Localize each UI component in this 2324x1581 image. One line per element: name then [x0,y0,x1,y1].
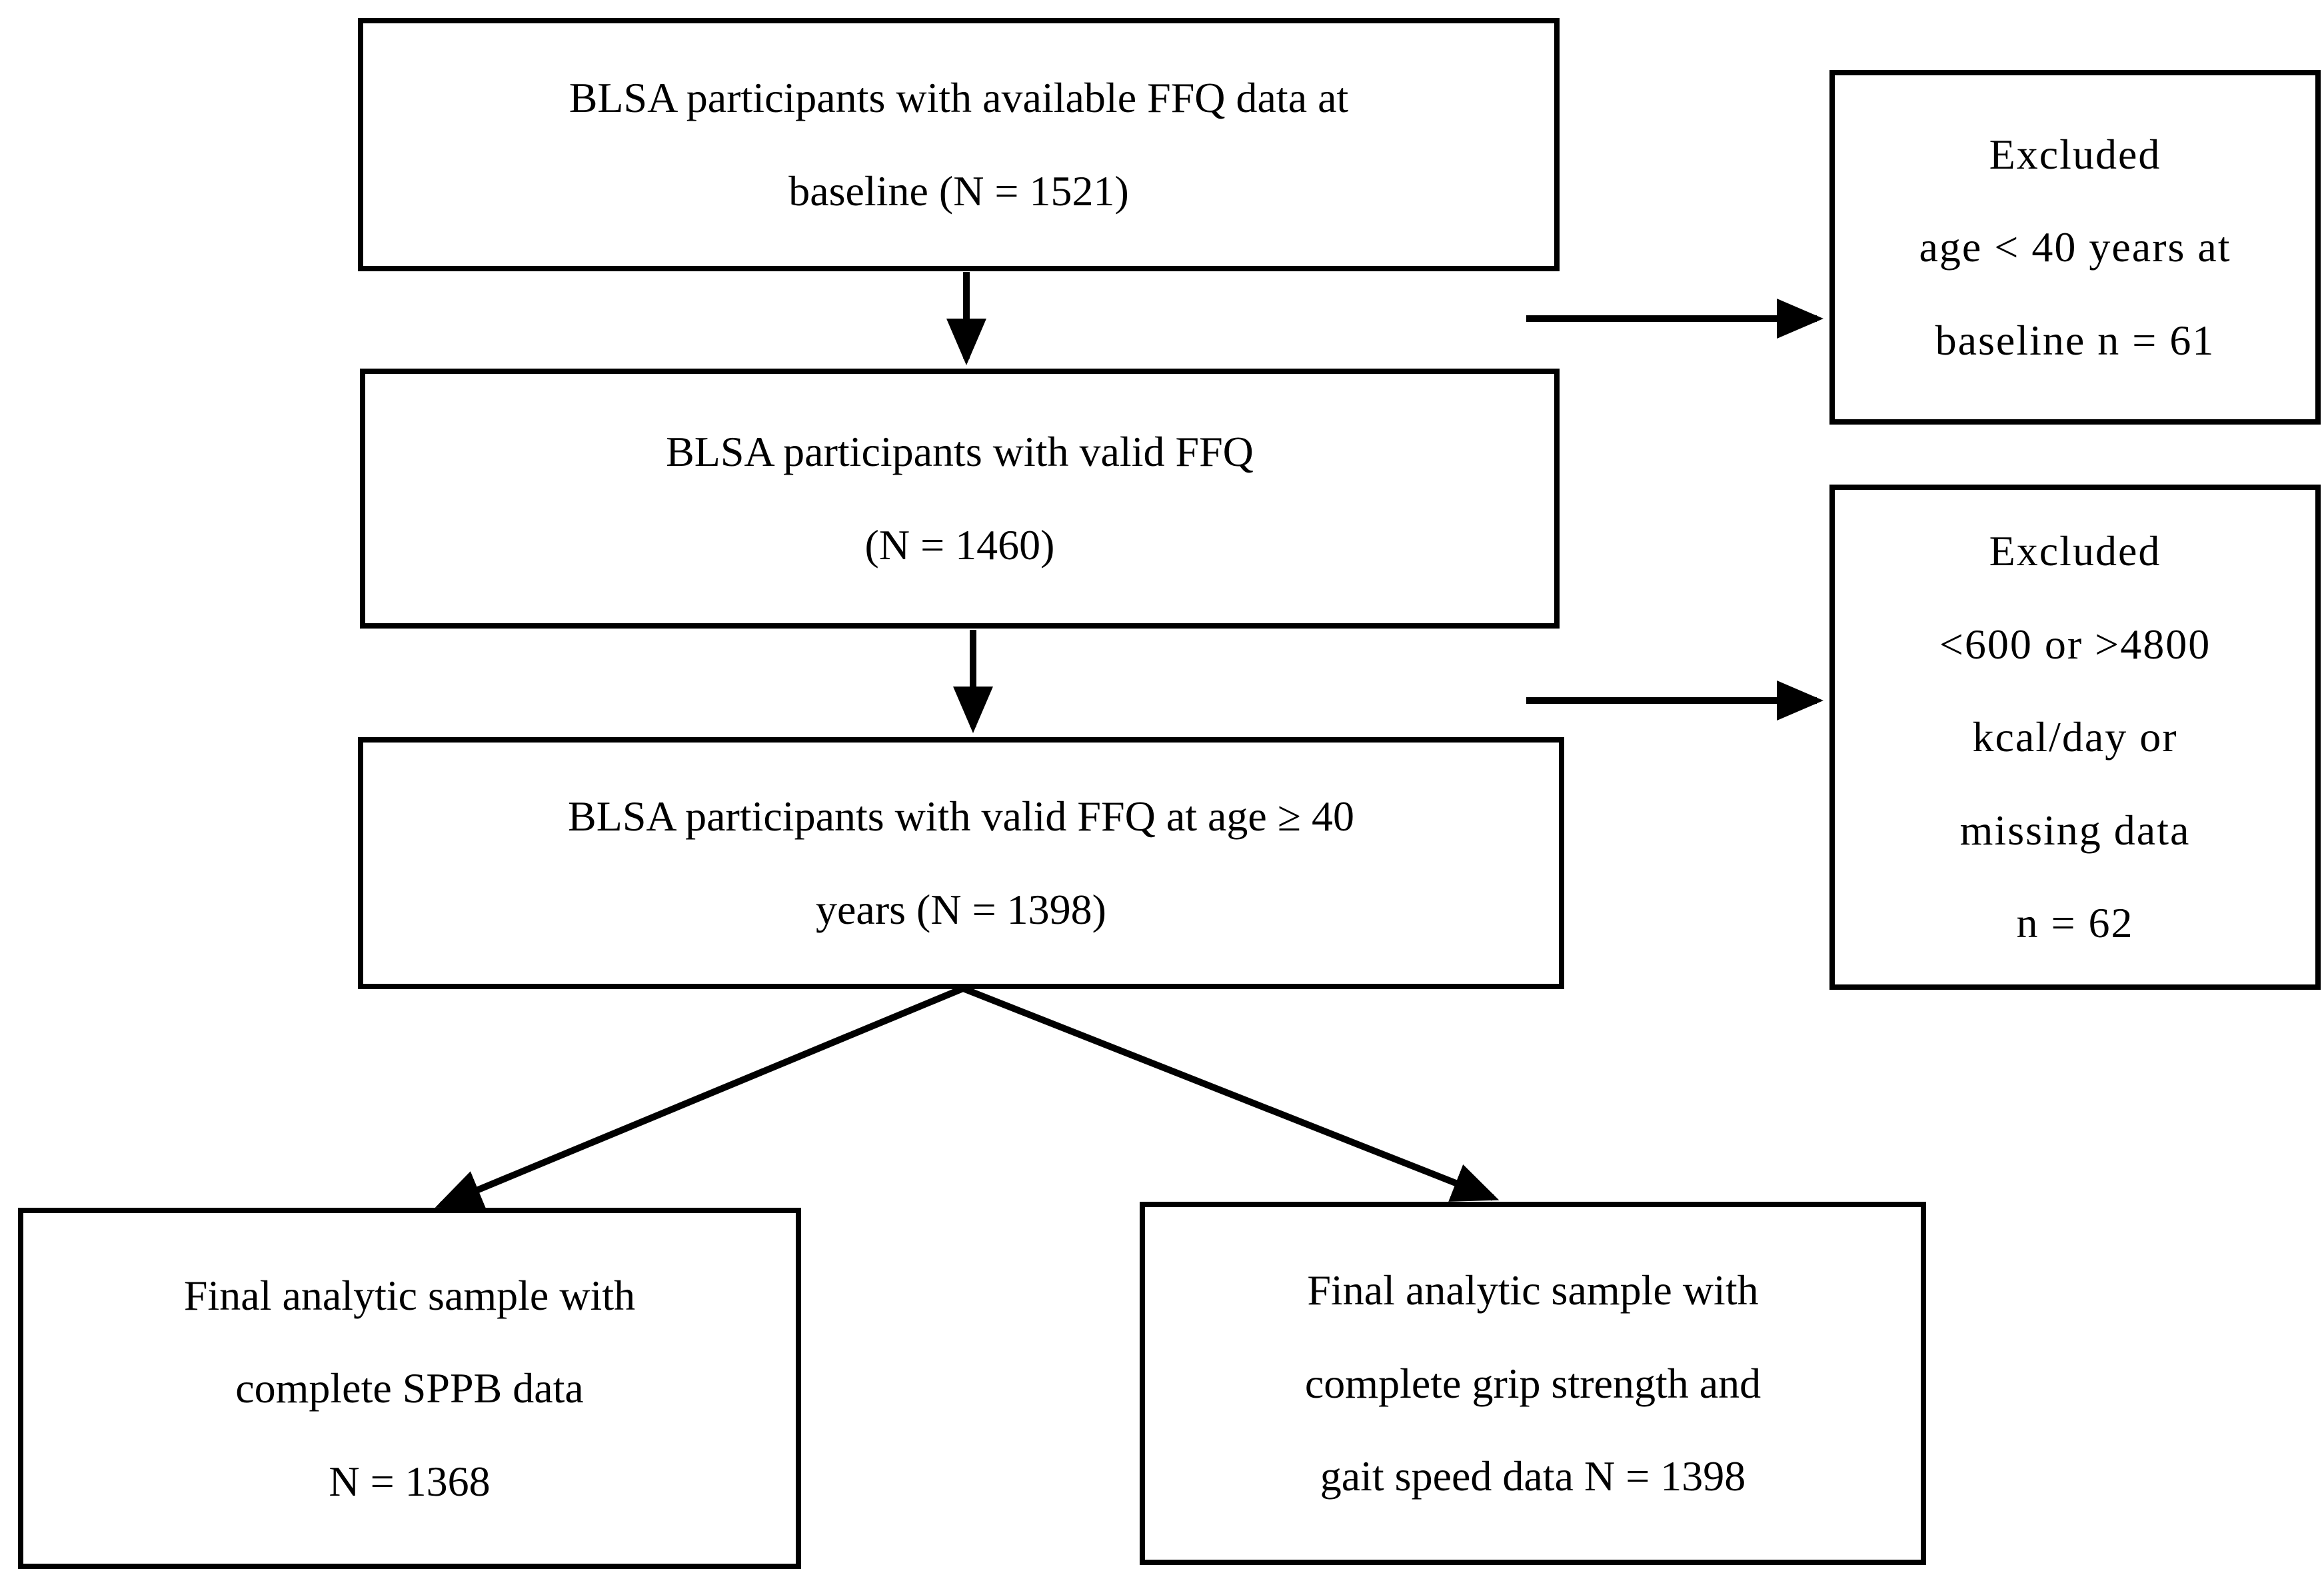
box-final-grip-gait: Final analytic sample with complete grip… [1140,1202,1926,1565]
box-excluded-kcal-line-1: Excluded [1989,527,2161,575]
box-valid-ffq-line-2: (N = 1460) [864,521,1055,569]
box-final-grip-gait-line-1: Final analytic sample with [1307,1266,1759,1314]
box-excluded-kcal-line-5: n = 62 [2016,899,2134,947]
box-excluded-kcal: Excluded <600 or >4800 kcal/day or missi… [1829,485,2321,990]
box-valid-ffq-line-1: BLSA participants with valid FFQ [666,428,1254,476]
arrow-to-sppb [435,985,964,1208]
box-valid-ffq: BLSA participants with valid FFQ (N = 14… [360,369,1560,629]
box-excluded-kcal-line-3: kcal/day or [1972,713,2178,761]
box-final-sppb-line-1: Final analytic sample with [183,1271,636,1319]
box-baseline-line-1: BLSA participants with available FFQ dat… [569,74,1349,122]
box-baseline-sample: BLSA participants with available FFQ dat… [358,18,1560,271]
arrow-to-grip [962,985,1500,1202]
box-excluded-age-line-1: Excluded [1989,130,2161,178]
box-final-sppb-line-2: complete SPPB data [235,1364,584,1412]
box-excluded-age-line-3: baseline n = 61 [1935,316,2215,364]
box-final-grip-gait-line-3: gait speed data N = 1398 [1320,1452,1746,1500]
box-excluded-age-line-2: age < 40 years at [1919,223,2231,271]
box-valid-ffq-age40-line-2: years (N = 1398) [816,886,1106,933]
box-excluded-age: Excluded age < 40 years at baseline n = … [1829,70,2321,425]
box-final-sppb-line-3: N = 1368 [329,1457,491,1505]
box-valid-ffq-age40-line-1: BLSA participants with valid FFQ at age … [568,792,1354,840]
box-valid-ffq-age40: BLSA participants with valid FFQ at age … [358,737,1564,989]
box-excluded-kcal-line-4: missing data [1959,806,2191,854]
box-baseline-line-2: baseline (N = 1521) [788,167,1129,215]
box-final-grip-gait-line-2: complete grip strength and [1304,1359,1761,1407]
box-excluded-kcal-line-2: <600 or >4800 [1939,620,2211,668]
box-final-sppb: Final analytic sample with complete SPPB… [18,1208,801,1569]
